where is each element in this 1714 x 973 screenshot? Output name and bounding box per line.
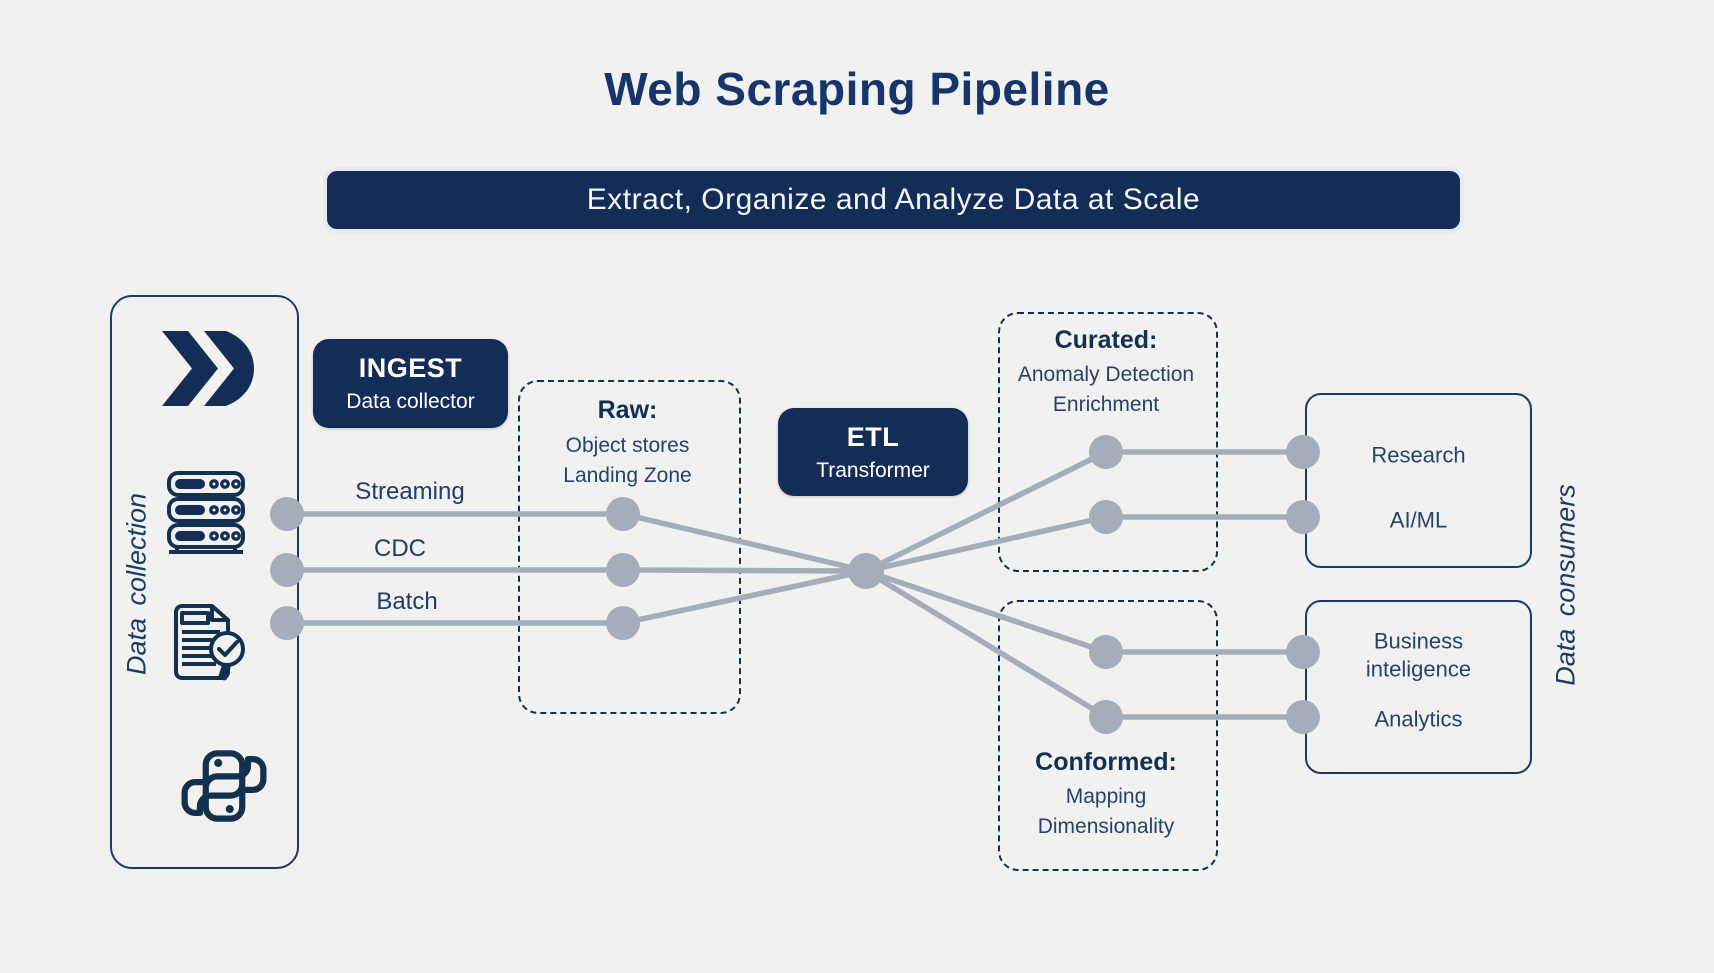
curated-title: Curated: (1054, 326, 1158, 354)
server-stack-icon (167, 471, 245, 554)
raw-box-text: Raw: Object stores Landing Zone (518, 396, 737, 492)
python-icon (181, 750, 267, 822)
channel-label-batch: Batch (376, 588, 438, 615)
subtitle-banner: Extract, Organize and Analyze Data at Sc… (327, 171, 1460, 229)
raw-title: Raw: (597, 396, 658, 424)
research-aiml-box: Research AI/ML (1305, 393, 1532, 568)
subtitle-banner-label: Extract, Organize and Analyze Data at Sc… (586, 183, 1201, 216)
page-title: Web Scraping Pipeline (604, 63, 1110, 115)
curated-line-2: Enrichment (1052, 393, 1160, 417)
conformed-line-2: Dimensionality (1037, 815, 1175, 839)
document-search-icon (174, 604, 245, 681)
ingest-title: INGEST (358, 353, 463, 383)
consumer-item-business-intelligence: Business inteligence (1365, 628, 1472, 682)
curated-box-text: Curated: Anomaly Detection Enrichment (994, 326, 1218, 421)
raw-line-1: Object stores (565, 434, 690, 457)
curated-box (998, 312, 1218, 572)
etl-box: ETL Transformer (778, 408, 968, 496)
ingest-box: INGEST Data collector (313, 339, 508, 428)
ingest-subtitle: Data collector (346, 390, 475, 413)
data-consumers-label: Data consumers (1550, 484, 1581, 686)
consumer-item-research: Research (1371, 442, 1466, 468)
channel-label-streaming: Streaming (355, 478, 465, 505)
fast-forward-icon (162, 331, 254, 406)
conformed-title: Conformed: (1035, 748, 1177, 776)
consumer-item-analytics: Analytics (1374, 706, 1463, 732)
conformed-line-1: Mapping (1065, 785, 1147, 808)
raw-line-2: Landing Zone (563, 464, 692, 488)
curated-line-1: Anomaly Detection (1017, 363, 1195, 386)
conformed-box-text: Conformed: Mapping Dimensionality (994, 748, 1218, 843)
consumer-item-aiml: AI/ML (1389, 507, 1448, 533)
channel-label-cdc: CDC (374, 535, 426, 562)
etl-title: ETL (846, 421, 900, 452)
business-intelligence-box: Business inteligence Analytics (1305, 600, 1532, 774)
data-collection-label: Data collection (121, 492, 152, 676)
conformed-box (998, 600, 1218, 871)
etl-subtitle: Transformer (816, 458, 930, 482)
